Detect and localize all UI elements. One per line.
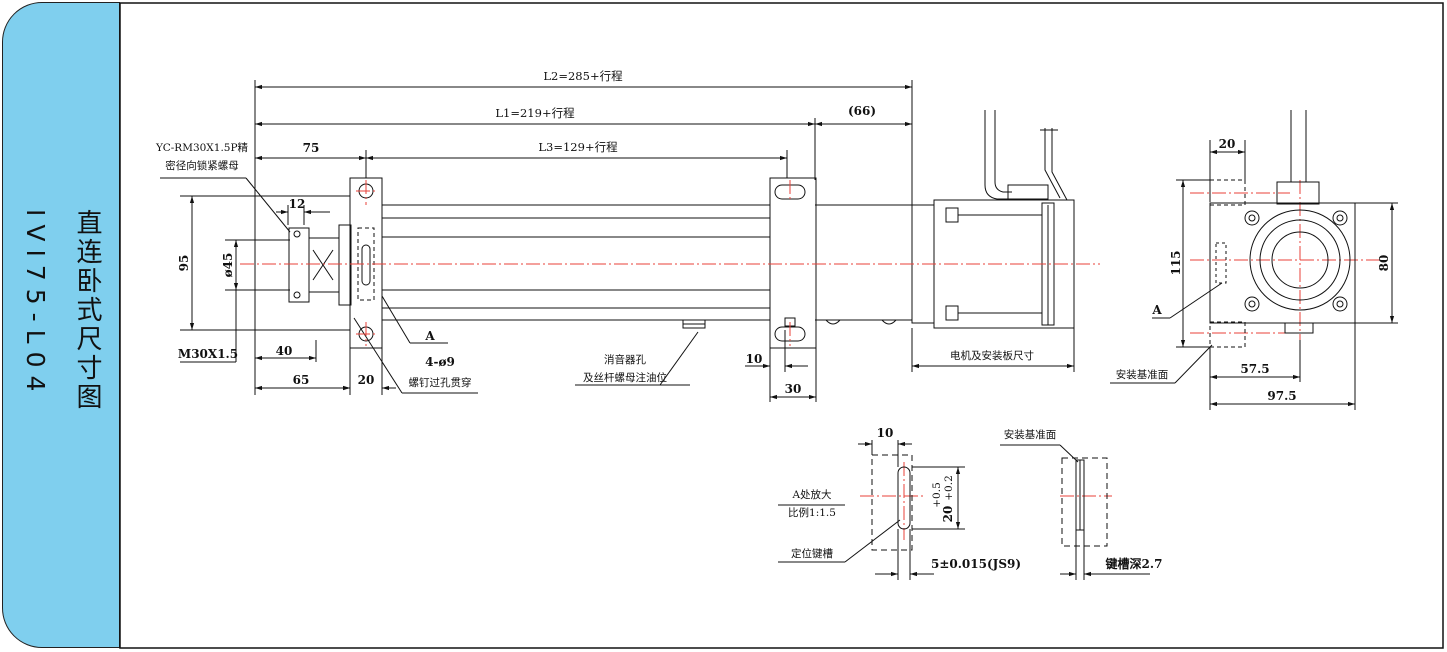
dim-l2: L2=285+行程 xyxy=(543,69,623,83)
dim-45: ø45 xyxy=(221,253,235,278)
dim-10: 10 xyxy=(746,352,763,366)
dim-75: 75 xyxy=(303,141,320,155)
detail-dim-20: 20 xyxy=(941,506,955,523)
detail-label-line2: 比例1:1.5 xyxy=(788,506,836,519)
mount-face-label: 安装基准面 xyxy=(1116,368,1169,381)
nut-label-line2: 密径向锁紧螺母 xyxy=(165,159,239,172)
dim-30: 30 xyxy=(785,382,802,396)
main-view-geometry xyxy=(160,80,1075,402)
sidebar-title: 直连卧式尺寸图 xyxy=(72,209,102,412)
tolerance-upper: +0.5 xyxy=(931,482,943,508)
detail-label-line1: A处放大 xyxy=(791,488,832,501)
dim-l3: L3=129+行程 xyxy=(538,140,618,154)
frame-border xyxy=(119,2,1444,649)
hole-count: 4-ø9 xyxy=(425,355,455,369)
tolerance-lower: +0.2 xyxy=(943,475,955,501)
marker-a-right: A xyxy=(1151,303,1162,317)
nut-label-line1: YC-RM30X1.5P精 xyxy=(155,141,249,154)
dim-40: 40 xyxy=(276,344,293,358)
key-width: 5±0.015(JS9) xyxy=(931,557,1021,571)
dim-12: 12 xyxy=(289,197,306,211)
end-view-geometry xyxy=(1110,110,1398,410)
dim-95: 95 xyxy=(177,255,191,272)
muffler-label-line2: 及丝杆螺母注油位 xyxy=(583,371,667,384)
muffler-label-line1: 消音器孔 xyxy=(604,353,646,366)
dim-66: (66) xyxy=(848,104,876,118)
dim-20-left: 20 xyxy=(358,373,375,387)
motor-size-label: 电机及安装板尺寸 xyxy=(950,349,1034,362)
sidebar-model-code: IVI75-L04 xyxy=(21,209,50,400)
mount-face-detail-label: 安装基准面 xyxy=(1004,428,1057,441)
dim-97-5: 97.5 xyxy=(1267,389,1296,403)
dim-115: 115 xyxy=(1169,250,1183,275)
thread-label: M30X1.5 xyxy=(178,347,238,361)
locating-key-label: 定位键槽 xyxy=(791,547,833,560)
key-depth: 键槽深2.7 xyxy=(1105,556,1163,571)
dim-57-5: 57.5 xyxy=(1240,362,1269,376)
centerlines xyxy=(240,180,1380,540)
detail-dim-10: 10 xyxy=(877,426,894,440)
dim-20-top: 20 xyxy=(1219,137,1236,151)
dim-65: 65 xyxy=(293,373,310,387)
bolt-hole-label: 螺钉过孔贯穿 xyxy=(409,376,472,389)
marker-a: A xyxy=(424,329,435,343)
detail-views-geometry xyxy=(778,440,1150,580)
sidebar-panel: 直连卧式尺寸图 IVI75-L04 xyxy=(2,2,120,648)
dim-l1: L1=219+行程 xyxy=(495,106,575,120)
dim-80: 80 xyxy=(1377,255,1391,272)
